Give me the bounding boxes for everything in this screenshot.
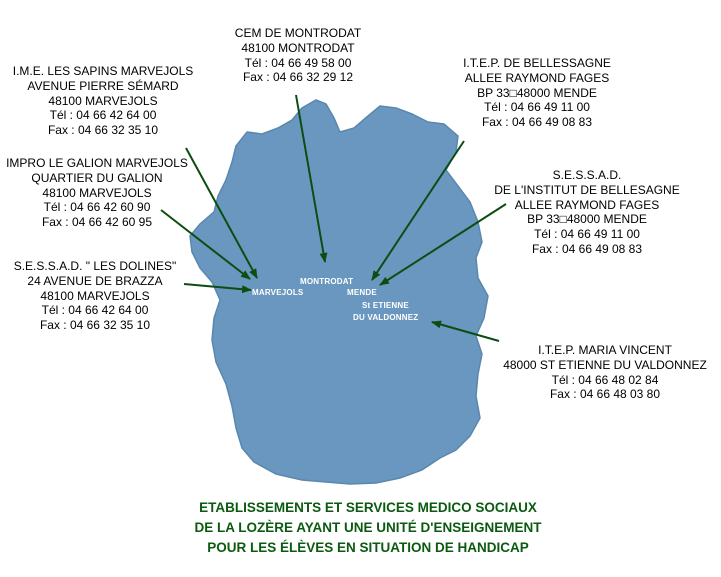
town-montrodat: MONTRODAT: [300, 277, 354, 286]
map-title: ETABLISSEMENTS ET SERVICES MEDICO SOCIAU…: [195, 498, 542, 558]
label-line: 48100 MARVEJOLS: [40, 288, 150, 303]
label-line: Tél : 04 66 42 64 00: [49, 108, 157, 123]
arrow-cem-montrodat: [295, 94, 328, 263]
label-line: Fax : 04 66 49 08 83: [531, 241, 643, 256]
label-line: Fax : 04 66 42 60 95: [41, 215, 153, 230]
town-mende: MENDE: [347, 288, 377, 297]
label-sessad-bellesagne: S.E.S.S.A.D. DE L'INSTITUT DE BELLESAGNE…: [494, 168, 679, 257]
label-ime-sapins: I.M.E. LES SAPINS MARVEJOLS AVENUE PIERR…: [13, 64, 194, 138]
arrow-sessad-dolines: [183, 283, 252, 294]
label-line: 24 AVENUE DE BRAZZA: [27, 273, 163, 288]
label-line: QUARTIER DU GALION: [31, 170, 163, 185]
pointer-arrows: [160, 94, 507, 342]
title-line: POUR LES ÉLÈVES EN SITUATION DE HANDICAP: [207, 540, 529, 555]
department-shape: [189, 99, 489, 485]
label-line: 48100 MARVEJOLS: [42, 185, 152, 200]
label-line: Fax : 04 66 32 29 12: [242, 70, 354, 85]
label-line: Tél : 04 66 49 11 00: [534, 227, 640, 242]
town-st-etienne: St ETIENNE: [362, 301, 409, 310]
arrow-ime-sapins: [185, 147, 258, 279]
label-line: Fax : 04 66 32 35 10: [47, 123, 159, 138]
label-line: Tél : 04 66 42 60 90: [43, 200, 151, 215]
label-line: IMPRO LE GALION MARVEJOLS: [6, 156, 188, 170]
label-line: Tél : 04 66 42 64 00: [41, 303, 149, 318]
label-cem-montrodat: CEM DE MONTRODAT 48100 MONTRODAT Tél : 0…: [235, 26, 361, 85]
town-marvejols: MARVEJOLS: [252, 288, 304, 297]
label-line: S.E.S.S.A.D.: [552, 168, 622, 182]
label-line: BP 33□48000 MENDE: [527, 212, 647, 227]
label-line: Fax : 04 66 32 35 10: [39, 318, 151, 333]
label-line: DE L'INSTITUT DE BELLESAGNE: [494, 182, 680, 197]
arrow-itep-maria-vincent: [431, 320, 500, 342]
label-line: Tél : 04 66 48 02 84: [551, 372, 659, 387]
title-line: DE LA LOZÈRE AYANT UNE UNITÉ D'ENSEIGNEM…: [194, 520, 542, 535]
arrow-impro-galion: [160, 209, 251, 280]
label-line: 48100 MONTRODAT: [241, 40, 355, 55]
label-itep-bellessagne: I.T.E.P. DE BELLESSAGNE ALLEE RAYMOND FA…: [463, 56, 611, 130]
label-line: ALLEE RAYMOND FAGES: [464, 70, 610, 85]
label-sessad-dolines: S.E.S.S.A.D. " LES DOLINES" 24 AVENUE DE…: [14, 259, 177, 333]
label-line: Tél : 04 66 49 11 00: [484, 100, 590, 115]
label-line: Fax : 04 66 49 08 83: [481, 115, 593, 130]
label-line: I.T.E.P. DE BELLESSAGNE: [463, 56, 611, 70]
label-line: S.E.S.S.A.D. " LES DOLINES": [13, 259, 177, 273]
label-line: AVENUE PIERRE SÉMARD: [27, 78, 179, 93]
label-itep-maria-vincent: I.T.E.P. MARIA VINCENT 48000 ST ETIENNE …: [503, 343, 707, 402]
title-line: ETABLISSEMENTS ET SERVICES MEDICO SOCIAU…: [199, 500, 537, 515]
label-line: I.M.E. LES SAPINS MARVEJOLS: [12, 64, 194, 78]
label-line: Fax : 04 66 48 03 80: [549, 387, 661, 402]
label-line: Tél : 04 66 49 58 00: [244, 55, 352, 70]
arrow-itep-bellessagne: [371, 140, 465, 281]
label-line: CEM DE MONTRODAT: [234, 26, 362, 40]
label-line: BP 33□48000 MENDE: [477, 85, 597, 100]
label-line: 48100 MARVEJOLS: [48, 93, 158, 108]
label-line: I.T.E.P. MARIA VINCENT: [538, 343, 672, 357]
label-line: ALLEE RAYMOND FAGES: [514, 197, 660, 212]
label-line: 48000 ST ETIENNE DU VALDONNEZ: [503, 357, 707, 372]
town-du-valdonnez: DU VALDONNEZ: [353, 313, 419, 322]
arrow-sessad-bellesagne: [379, 203, 507, 286]
label-impro-galion: IMPRO LE GALION MARVEJOLS QUARTIER DU GA…: [6, 156, 188, 230]
